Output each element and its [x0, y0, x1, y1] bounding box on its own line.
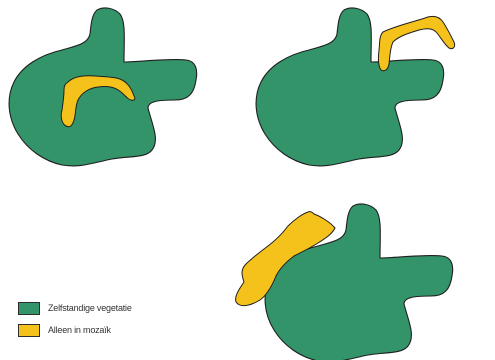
panel-3: [236, 204, 453, 360]
legend-label-vegetation: Zelfstandige vegetatie: [48, 303, 132, 313]
legend-swatch-vegetation: [18, 302, 40, 315]
legend: Zelfstandige vegetatie Alleen in mozaïk: [18, 300, 132, 344]
vegetation-shape: [256, 8, 444, 166]
legend-swatch-mosaic: [18, 324, 40, 337]
legend-label-mosaic: Alleen in mozaïk: [48, 325, 111, 335]
panel-2: [256, 8, 455, 166]
legend-item-vegetation: Zelfstandige vegetatie: [18, 300, 132, 316]
legend-item-mosaic: Alleen in mozaïk: [18, 322, 132, 338]
panel-1: [9, 8, 197, 166]
